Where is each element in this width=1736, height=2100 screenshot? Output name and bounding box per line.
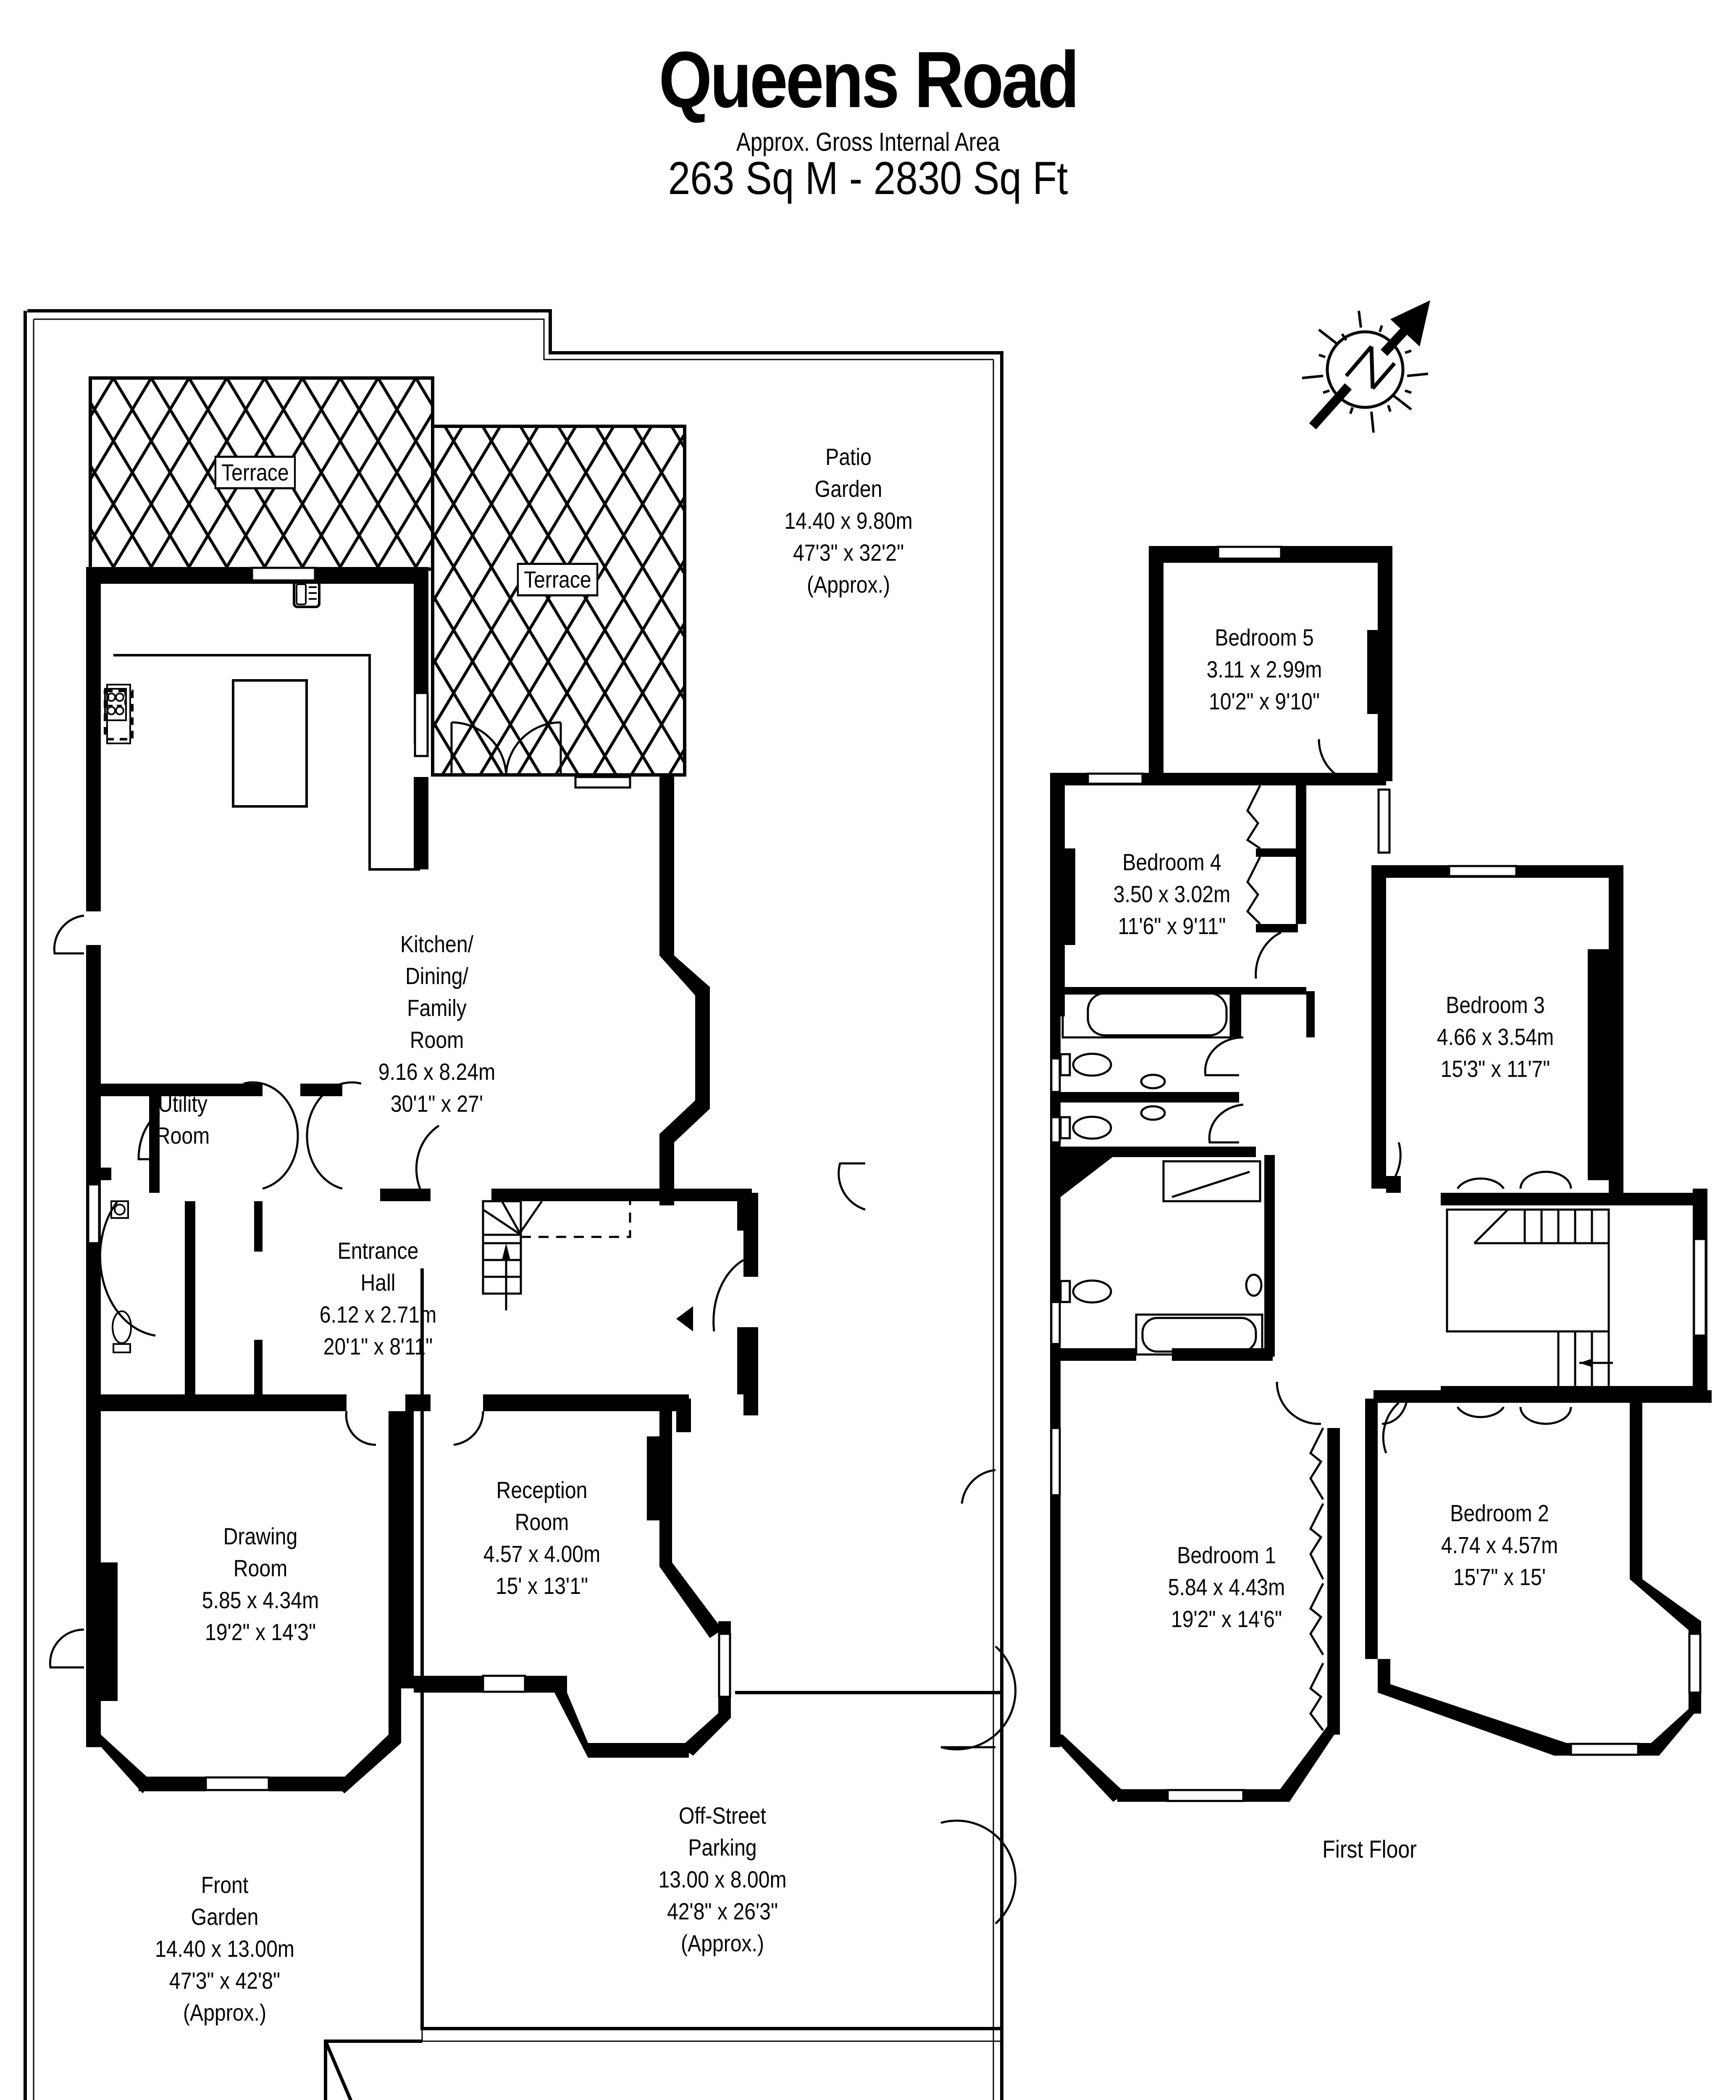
- room-kitchen-dining-family: Kitchen/ Dining/ Family Room 9.16 x 8.24…: [378, 931, 496, 1117]
- terrace-areas: [89, 376, 686, 777]
- hob-icon: [104, 688, 127, 721]
- north-arrow-icon: [1302, 300, 1430, 433]
- terrace-french-doors: [450, 721, 562, 775]
- area-caption: Approx. Gross Internal Area: [736, 128, 1000, 157]
- room-front-garden: Front Garden 14.40 x 13.00m 47'3" x 42'8…: [155, 1872, 294, 2026]
- terrace-label: Terrace: [517, 563, 599, 596]
- cloakroom-fittings: [110, 1200, 132, 1353]
- room-off-street-parking: Off-Street Parking 13.00 x 8.00m 42'8" x…: [658, 1802, 787, 1956]
- room-reception-room: Reception Room 4.57 x 4.00m 15' x 13'1": [483, 1477, 601, 1599]
- room-bedroom-2: Bedroom 2 4.74 x 4.57m 15'7" x 15': [1441, 1500, 1558, 1590]
- first-floor-windows: [1050, 546, 1707, 1802]
- ground-floor-doors: [49, 914, 1017, 1924]
- room-entrance-hall: Entrance Hall 6.12 x 2.71m 20'1" x 8'11": [319, 1237, 437, 1360]
- sink-icon: [293, 581, 320, 608]
- landing-stairs-arrow-icon: [1579, 1359, 1592, 1367]
- front-door-arrow-icon: [676, 1306, 693, 1331]
- room-drawing-room: Drawing Room 5.85 x 4.34m 19'2" x 14'3": [202, 1523, 319, 1645]
- ground-floor-windows: [87, 567, 731, 1791]
- first-floor-label: First Floor: [1322, 1836, 1417, 1863]
- room-patio-garden: Patio Garden 14.40 x 9.80m 47'3" x 32'2"…: [784, 444, 913, 598]
- room-utility: Utility Room: [155, 1090, 210, 1149]
- ground-floor-boundary: [24, 309, 1003, 2100]
- room-bedroom-1: Bedroom 1 5.84 x 4.43m 19'2" x 14'6": [1168, 1542, 1285, 1632]
- stairs-up-arrow-icon: [502, 1243, 510, 1260]
- room-bedroom-4: Bedroom 4 3.50 x 3.02m 11'6" x 9'11": [1113, 849, 1231, 939]
- room-bedroom-5: Bedroom 5 3.11 x 2.99m 10'2" x 9'10": [1206, 624, 1322, 714]
- kitchen-fittings: [101, 580, 420, 871]
- plan-title: Queens Road: [659, 35, 1079, 124]
- first-floor-walls: [1050, 546, 1712, 1802]
- gross-area: 263 Sq M - 2830 Sq Ft: [668, 152, 1068, 204]
- terrace-label: Terrace: [214, 456, 296, 489]
- ground-floor-staircase: [482, 1200, 631, 1310]
- room-bedroom-3: Bedroom 3 4.66 x 3.54m 15'3" x 11'7": [1437, 992, 1554, 1082]
